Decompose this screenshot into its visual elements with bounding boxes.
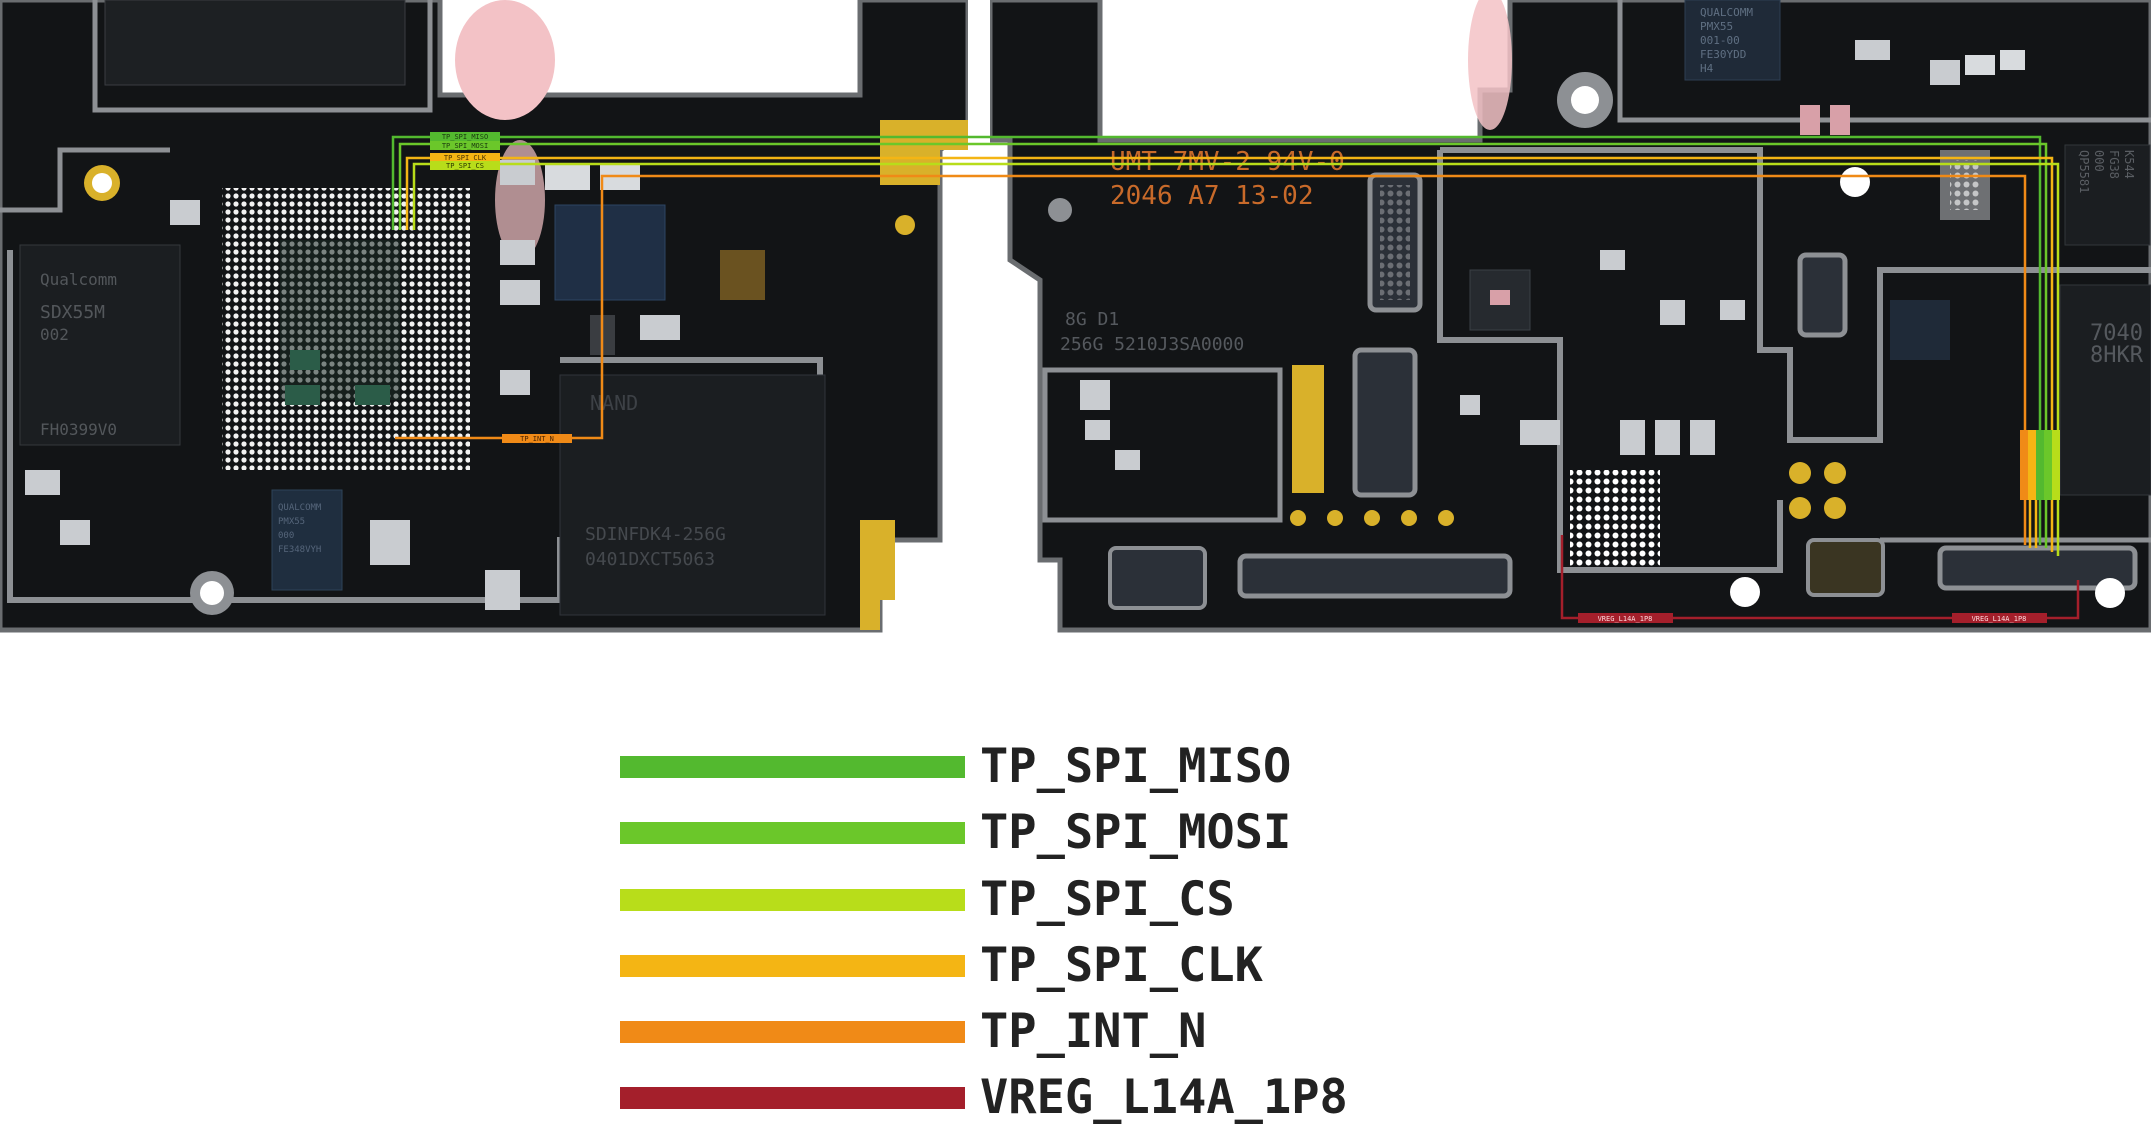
- legend-swatch: [620, 756, 965, 778]
- legend-label: VREG_L14A_1P8: [980, 1070, 1348, 1125]
- svg-text:000: 000: [2092, 150, 2106, 172]
- pmx55-chip: QUALCOMM PMX55 001-00 FE30YDD H4: [1684, 0, 1781, 81]
- legend-item-mosi: TP_SPI_MOSI: [620, 806, 1520, 860]
- bga-pad-array: [222, 188, 470, 470]
- board-marking: UMT 7MV-2 94V-0: [1110, 147, 1345, 177]
- legend-item-miso: TP_SPI_MISO: [620, 740, 1520, 794]
- legend-label: TP_SPI_CS: [980, 872, 1235, 927]
- net-trace-cs: [412, 162, 2060, 556]
- svg-text:PMX55: PMX55: [278, 517, 305, 527]
- svg-text:002: 002: [40, 325, 69, 344]
- svg-text:K544: K544: [2122, 150, 2136, 179]
- svg-text:0401DXCT5063: 0401DXCT5063: [585, 549, 715, 570]
- sdr-chip: 7040 8HKR: [2059, 284, 2151, 496]
- svg-text:VREG_L14A_1P8: VREG_L14A_1P8: [1598, 615, 1653, 623]
- pmic-chip: QUALCOMM PMX55 000 FE348VYH: [271, 489, 343, 591]
- svg-text:H4: H4: [1700, 62, 1714, 75]
- legend-swatch: [620, 889, 965, 911]
- legend-item-int: TP_INT_N: [620, 1005, 1520, 1059]
- svg-text:NAND: NAND: [590, 391, 638, 415]
- net-tag-int: TP_INT_N: [502, 434, 572, 443]
- svg-text:001-00: 001-00: [1700, 34, 1740, 47]
- net-tag-mosi: TP_SPI_MOSI: [430, 141, 500, 150]
- net-trace-vreg: [1560, 535, 2080, 620]
- svg-text:TP_SPI_CS: TP_SPI_CS: [446, 162, 484, 170]
- connector-top: [1367, 172, 1423, 313]
- modem-chip: Qualcomm SDX55M 002 FH0399V0: [19, 244, 181, 446]
- legend-swatch: [620, 1021, 965, 1043]
- svg-text:FG38: FG38: [2107, 150, 2121, 179]
- connector-bottom: [1108, 538, 2138, 610]
- legend-swatch: [620, 822, 965, 844]
- svg-text:8HKR: 8HKR: [2090, 343, 2144, 368]
- svg-text:Qualcomm: Qualcomm: [40, 270, 117, 289]
- svg-text:TP_SPI_CLK: TP_SPI_CLK: [444, 154, 487, 162]
- svg-text:SDX55M: SDX55M: [40, 302, 105, 323]
- net-tag-vreg-right: VREG_L14A_1P8: [1952, 613, 2047, 623]
- legend-label: TP_INT_N: [980, 1004, 1207, 1059]
- svg-text:SDINFDK4-256G: SDINFDK4-256G: [585, 524, 726, 545]
- net-trace-miso: [391, 135, 2042, 545]
- svg-text:QP5581: QP5581: [2077, 150, 2091, 193]
- legend-swatch: [620, 1087, 965, 1109]
- board-marking-date: 2046 A7 13-02: [1110, 181, 1314, 211]
- net-tag-miso: TP_SPI_MISO: [430, 132, 500, 141]
- svg-text:8G D1: 8G D1: [1065, 309, 1119, 330]
- right-board: UMT 7MV-2 94V-0 2046 A7 13-02 8G D1 256G…: [987, 0, 2151, 633]
- net-tag-vreg-left: VREG_L14A_1P8: [1578, 613, 1673, 623]
- net-trace-mosi: [398, 142, 2048, 548]
- svg-text:FE30YDD: FE30YDD: [1700, 48, 1746, 61]
- legend-label: TP_SPI_MISO: [980, 739, 1292, 794]
- left-board: Qualcomm SDX55M 002 FH0399V0 QUALCOMM PM…: [0, 0, 971, 633]
- svg-text:VREG_L14A_1P8: VREG_L14A_1P8: [1972, 615, 2027, 623]
- memory-chip: NAND SDINFDK4-256G 0401DXCT5063: [559, 374, 826, 616]
- legend-swatch: [620, 955, 965, 977]
- legend-item-clk: TP_SPI_CLK: [620, 939, 1520, 993]
- qp-chip: QP5581 000 FG38 K544: [2064, 144, 2151, 246]
- svg-text:TP_SPI_MOSI: TP_SPI_MOSI: [442, 142, 488, 150]
- svg-text:PMX55: PMX55: [1700, 20, 1733, 33]
- svg-text:000: 000: [278, 531, 294, 541]
- pcb-diagram: Qualcomm SDX55M 002 FH0399V0 QUALCOMM PM…: [0, 0, 2151, 633]
- pink-residue: [455, 0, 555, 120]
- svg-text:7040: 7040: [2090, 321, 2143, 346]
- svg-text:QUALCOMM: QUALCOMM: [278, 503, 322, 513]
- svg-text:FH0399V0: FH0399V0: [40, 420, 117, 439]
- legend-item-cs: TP_SPI_CS: [620, 873, 1520, 927]
- net-tag-clk: TP_SPI_CLK: [430, 153, 500, 162]
- net-trace-clk: [405, 156, 2054, 552]
- svg-text:TP_INT_N: TP_INT_N: [520, 435, 554, 443]
- svg-text:QUALCOMM: QUALCOMM: [1700, 6, 1753, 19]
- legend-item-vreg: VREG_L14A_1P8: [620, 1071, 1520, 1125]
- legend-label: TP_SPI_MOSI: [980, 805, 1292, 860]
- svg-text:TP_SPI_MISO: TP_SPI_MISO: [442, 133, 488, 141]
- net-tag-cs: TP_SPI_CS: [430, 161, 500, 170]
- connector-mid: [1352, 347, 1418, 498]
- svg-text:256G 5210J3SA0000: 256G 5210J3SA0000: [1060, 334, 1244, 355]
- svg-text:FE348VYH: FE348VYH: [278, 545, 321, 555]
- legend-label: TP_SPI_CLK: [980, 938, 1263, 993]
